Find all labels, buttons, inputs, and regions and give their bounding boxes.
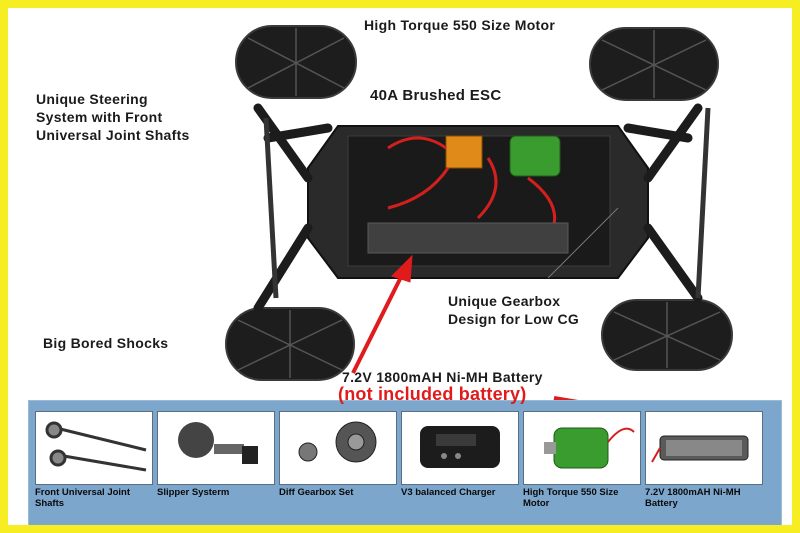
- part-image-slipper-system: [157, 411, 275, 485]
- battery-tray: [367, 222, 569, 254]
- motor: [509, 135, 561, 177]
- callout-steering-line1: Unique Steering: [36, 91, 148, 107]
- callout-steering-line3: Universal Joint Shafts: [36, 127, 190, 143]
- callout-motor: High Torque 550 Size Motor: [364, 17, 556, 33]
- callout-steering-line2: System with Front: [36, 109, 163, 125]
- part-label-front-universal-joint-shafts: Front Universal Joint Shafts: [35, 487, 131, 509]
- callout-battery: 7.2V 1800mAH Ni-MH Battery: [342, 369, 543, 385]
- callout-shocks: Big Bored Shocks: [43, 335, 169, 351]
- not-included-battery-note: (not included battery): [338, 384, 527, 404]
- part-label-diff-gearbox-set: Diff Gearbox Set: [279, 487, 354, 498]
- callout-gearbox-line1: Unique Gearbox: [448, 293, 561, 309]
- rc-buggy-chassis-illustration: [225, 25, 733, 408]
- callout-esc: 40A Brushed ESC: [370, 87, 502, 104]
- part-image-550-motor: [523, 411, 641, 485]
- parts-panel: Front Universal Joint Shafts Slipper Sys…: [28, 400, 782, 525]
- battery-pointer-arrow: [351, 254, 413, 374]
- part-label-nimh-battery: 7.2V 1800mAH Ni-MH Battery: [645, 487, 741, 509]
- part-image-diff-gearbox-set: [279, 411, 397, 485]
- part-label-550-motor: High Torque 550 Size Motor: [523, 487, 619, 509]
- esc-heatsink: [445, 135, 483, 169]
- callout-gearbox-line2: Design for Low CG: [448, 311, 580, 327]
- part-image-nimh-battery: [645, 411, 763, 485]
- part-image-v3-balanced-charger: [401, 411, 519, 485]
- part-label-slipper-system: Slipper Systerm: [157, 487, 230, 498]
- part-label-v3-balanced-charger: V3 balanced Charger: [401, 487, 496, 498]
- part-image-front-universal-joint-shafts: [35, 411, 153, 485]
- product-image: High Torque 550 Size Motor 40A Brushed E…: [8, 8, 792, 525]
